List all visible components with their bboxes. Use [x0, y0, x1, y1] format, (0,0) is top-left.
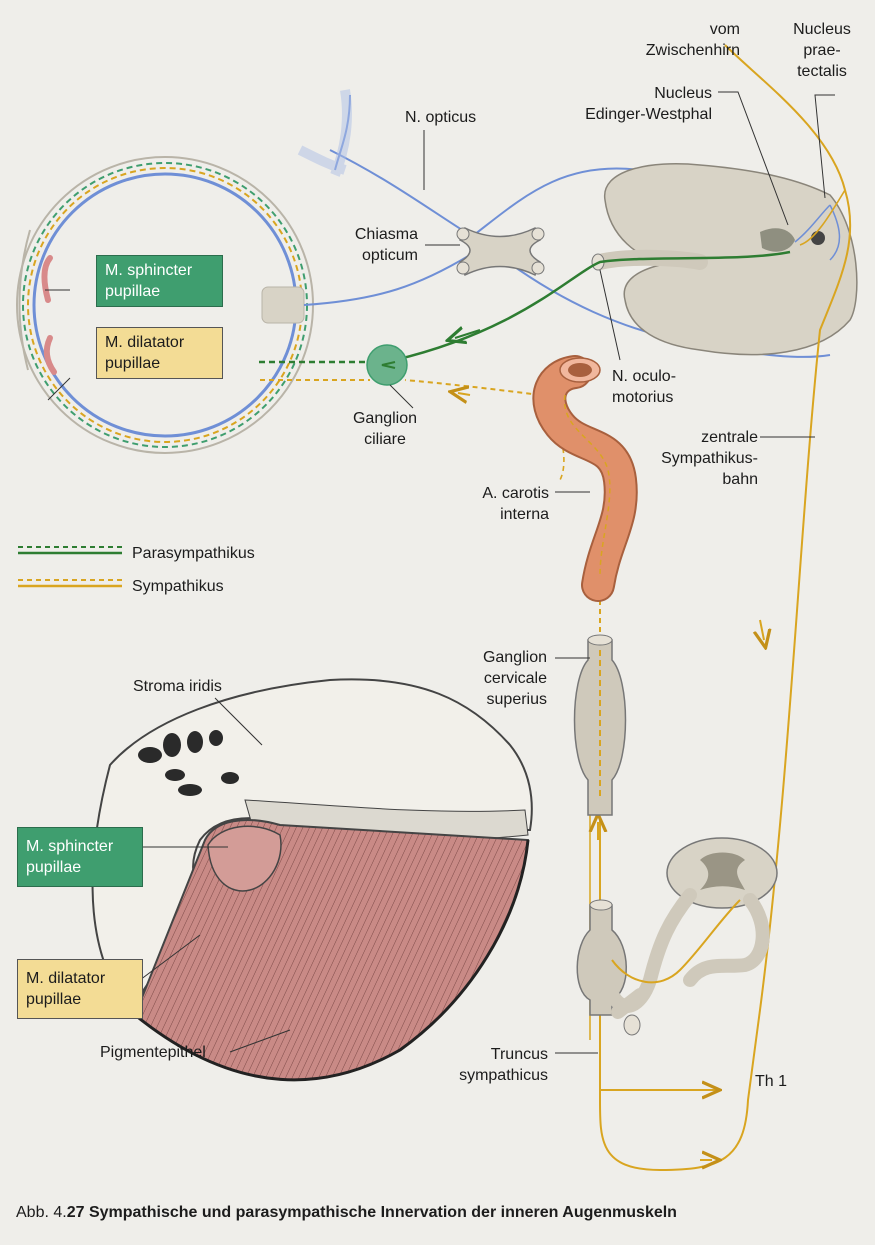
label-pigmentepithel: Pigmentepithel — [100, 1044, 206, 1061]
box-m-sphincter-top: M. sphincter pupillae — [96, 255, 223, 307]
legend — [18, 546, 122, 588]
box-m-dilatator-bottom: M. dilatator pupillae — [17, 959, 143, 1019]
label-a-carotis-interna: A. carotis interna — [450, 483, 549, 525]
ganglion-cervicale-superius — [573, 634, 627, 816]
legend-sympathikus: Sympathikus — [132, 578, 224, 595]
oculomotor-nerve — [394, 249, 791, 362]
label-line: pupillae — [26, 859, 82, 876]
label-line: M. dilatator — [26, 970, 106, 987]
label-zentrale-sympathikusbahn: zentrale Sympathikus- bahn — [640, 427, 758, 490]
label-line: vom — [709, 21, 740, 38]
label-line: cervicale — [483, 670, 547, 687]
legend-parasympathikus: Parasympathikus — [132, 545, 255, 562]
label-line: Zwischenhirn — [645, 42, 740, 59]
label-nucleus-praetectalis: Nucleus prae- tectalis — [782, 19, 862, 82]
label-line: Edinger-Westphal — [585, 106, 712, 123]
label-line: Chiasma — [354, 226, 418, 243]
parasympathetic-path — [255, 344, 408, 386]
label-n-opticus: N. opticus — [405, 109, 477, 126]
label-line: Nucleus — [654, 85, 712, 102]
label-line: pupillae — [105, 283, 161, 300]
label-chiasma-opticum: Chiasma opticum — [330, 224, 418, 266]
label-line: M. sphincter — [105, 262, 193, 279]
label-line: Ganglion — [482, 649, 547, 666]
caption-prefix: Abb. 4. — [16, 1204, 67, 1221]
label-line: prae- — [803, 42, 841, 59]
label-ganglion-cervicale-superius: Ganglion cervicale superius — [450, 647, 547, 710]
leader-lines — [45, 91, 835, 1054]
label-th1: Th 1 — [755, 1073, 788, 1090]
label-line: Nucleus — [793, 21, 851, 38]
label-line: pupillae — [26, 991, 82, 1008]
label-stroma-iridis: Stroma iridis — [133, 678, 222, 695]
box-m-dilatator-top: M. dilatator pupillae — [96, 327, 223, 379]
label-line: opticum — [361, 247, 418, 264]
label-nucleus-edinger-westphal: Nucleus Edinger-Westphal — [540, 83, 712, 125]
label-line: M. sphincter — [26, 838, 114, 855]
label-line: bahn — [722, 471, 758, 488]
label-ganglion-ciliare: Ganglion ciliare — [335, 408, 435, 450]
label-n-oculomotorius: N. oculo- motorius — [612, 366, 676, 408]
label-truncus-sympathicus: Truncus sympathicus — [450, 1044, 548, 1086]
arteria-carotis-interna — [532, 355, 638, 602]
label-line: ciliare — [364, 431, 406, 448]
caption-number: 27 — [66, 1204, 85, 1221]
label-line: Ganglion — [352, 410, 418, 427]
label-line: M. dilatator — [105, 334, 185, 351]
label-line: zentrale — [701, 429, 758, 446]
figure-caption: Abb. 4.27 Sympathische und parasympathis… — [16, 1204, 677, 1222]
label-line: sympathicus — [459, 1067, 548, 1084]
mesencephalon — [604, 163, 858, 356]
iris-section — [91, 678, 533, 1082]
label-line: Sympathikus- — [661, 450, 758, 467]
label-line: Truncus — [490, 1046, 548, 1063]
caption-title: Sympathische und parasympathische Innerv… — [88, 1204, 677, 1221]
label-line: interna — [500, 506, 549, 523]
label-vom-zwischenhirn: vom Zwischenhirn — [590, 19, 740, 61]
chiasma-opticum — [456, 226, 545, 277]
spinal-cord-segment — [603, 837, 778, 1036]
label-line: A. carotis — [482, 485, 549, 502]
box-m-sphincter-bottom: M. sphincter pupillae — [17, 827, 143, 887]
label-line: pupillae — [105, 355, 161, 372]
label-line: N. oculo- — [612, 368, 677, 385]
label-line: motorius — [612, 389, 674, 406]
label-line: tectalis — [797, 63, 847, 80]
label-line: superius — [486, 691, 547, 708]
optic-tract-fragment — [297, 89, 352, 177]
